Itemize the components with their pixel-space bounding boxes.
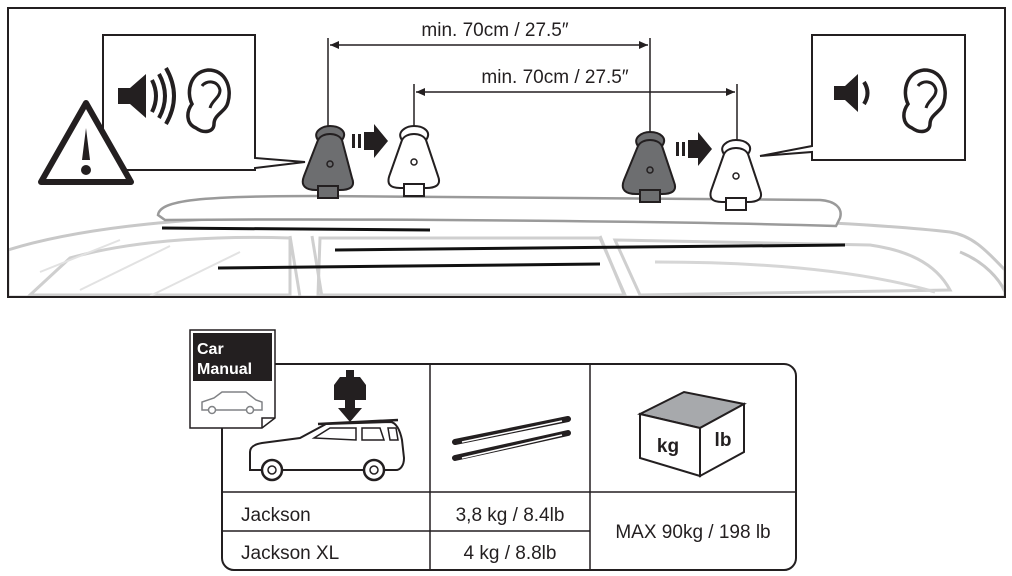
speaker-quiet-icon (834, 74, 870, 112)
weight-table: kg lb Jackson 3,8 kg / 8.4lb Jackson XL … (221, 363, 797, 571)
speaker-loud-icon (118, 67, 176, 125)
rail-line (334, 243, 846, 252)
model-weight-1: 3,8 kg / 8.4lb (456, 505, 565, 526)
kg-label: kg (657, 436, 679, 457)
model-weight-2: 4 kg / 8.8lb (464, 543, 557, 564)
car-outline-icon (201, 391, 263, 415)
rail-line (161, 226, 431, 232)
ear-icon (186, 68, 231, 134)
distance-label-front: min. 70cm / 27.5″ (421, 20, 568, 41)
ear-icon (902, 68, 947, 134)
car-manual-badge: Car Manual (189, 329, 276, 429)
max-load-label: MAX 90kg / 198 lb (615, 522, 770, 543)
lb-label: lb (715, 430, 732, 451)
model-name-1: Jackson (241, 505, 311, 526)
car-load-icon (249, 370, 406, 482)
roof-foot-dark-front (301, 124, 354, 199)
car-roof-illustration (8, 194, 1005, 297)
move-arrow-icon (676, 132, 712, 166)
kg-lb-box-icon: kg lb (637, 390, 747, 478)
roof-bars-icon (452, 416, 571, 461)
rail-line (217, 262, 601, 270)
roof-foot-light-rear (709, 138, 762, 211)
warning-triangle-icon (38, 100, 134, 185)
distance-label-rear: min. 70cm / 27.5″ (481, 67, 628, 88)
manual-line-1: Car (197, 341, 224, 358)
manual-line-2: Manual (197, 361, 252, 378)
roof-foot-light-front (387, 124, 440, 197)
model-name-2: Jackson XL (241, 543, 339, 564)
top-panel: min. 70cm / 27.5″ min. 70cm / 27.5″ (7, 7, 1006, 298)
move-arrow-icon (352, 124, 388, 158)
roof-foot-dark-rear (621, 130, 676, 203)
